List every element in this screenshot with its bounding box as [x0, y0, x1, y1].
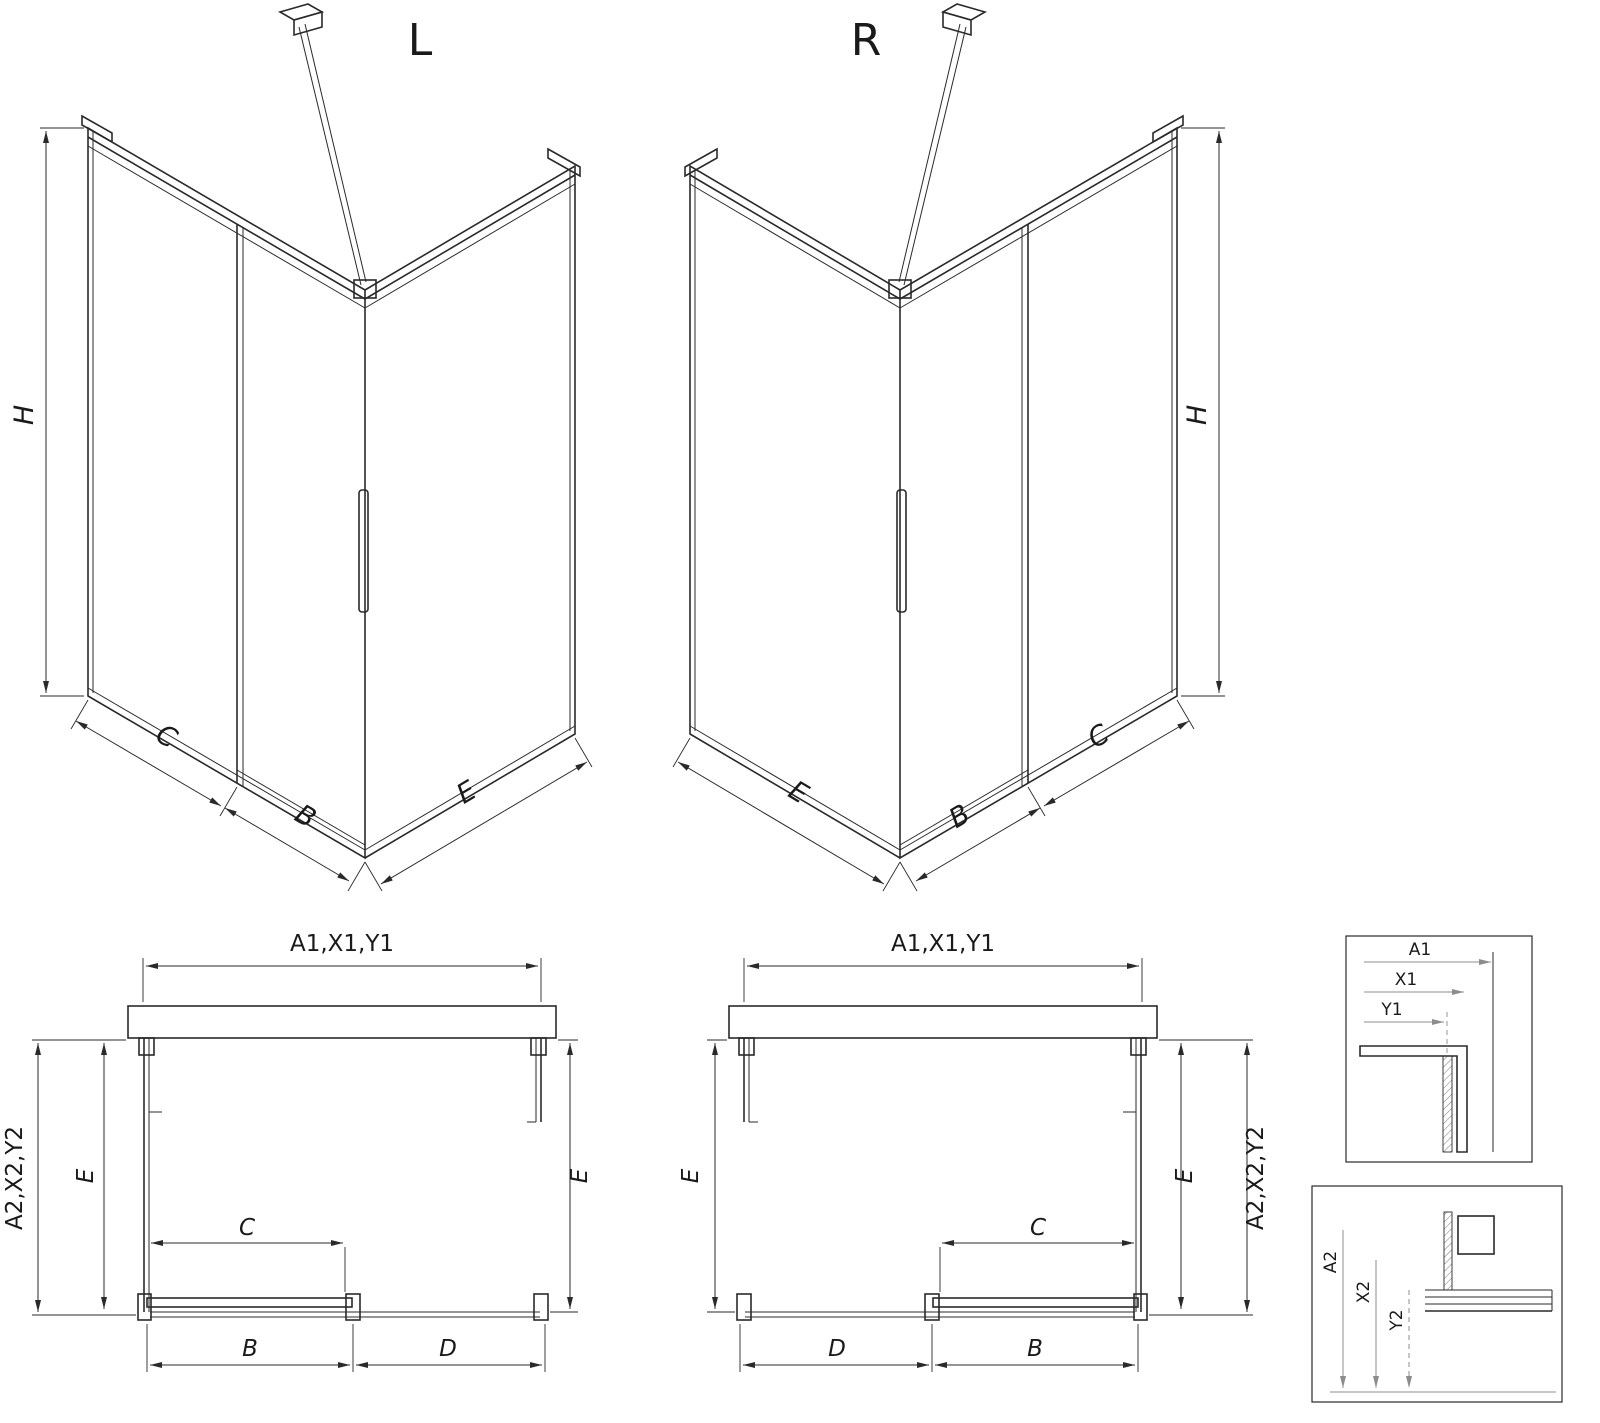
plan-view-right: A1,X1,Y1 E E A2,X2,Y2 C D B — [678, 931, 1269, 1372]
glass-section — [1442, 1055, 1453, 1153]
plan-left-dim-d: D — [439, 1336, 457, 1362]
detail-bottom-dim-a2: A2 — [1321, 1251, 1341, 1273]
plan-right-dim-c: C — [1030, 1215, 1046, 1241]
iso-right-dim-c: C — [1083, 718, 1115, 754]
plan-left-dim-e-right: E — [567, 1168, 593, 1183]
bracket-section — [1457, 1215, 1495, 1255]
detail-view-top: A1 X1 Y1 — [1345, 935, 1533, 1163]
iso-left-title: L — [408, 15, 433, 66]
iso-left-dim-h: H — [9, 405, 40, 425]
detail-top-dim-y1: Y1 — [1380, 1000, 1402, 1020]
iso-right-title: R — [851, 15, 882, 66]
iso-right-dim-h: H — [1182, 405, 1213, 425]
plan-left-dim-depth-outer: A2,X2,Y2 — [2, 1126, 28, 1230]
plan-left-dim-c: C — [239, 1215, 255, 1241]
plan-right-dim-b: B — [1027, 1336, 1043, 1362]
detail-bottom-dim-x2: X2 — [1354, 1281, 1374, 1303]
detail-view-bottom: A2 X2 Y2 — [1311, 1185, 1563, 1403]
iso-view-left: L H C B E — [9, 4, 592, 891]
plan-left-dim-width: A1,X1,Y1 — [290, 931, 394, 957]
plan-right-dim-e-right: E — [1172, 1168, 1198, 1183]
glass-section — [1443, 1211, 1453, 1291]
iso-left-dim-c: C — [150, 719, 182, 755]
plan-right-dim-d: D — [828, 1336, 846, 1362]
plan-left-dim-e-left: E — [73, 1168, 99, 1183]
iso-view-right: R H E B C — [673, 4, 1225, 891]
detail-top-dim-a1: A1 — [1409, 940, 1431, 960]
plan-right-dim-width: A1,X1,Y1 — [891, 931, 995, 957]
plan-view-left: A1,X1,Y1 A2,X2,Y2 E E C B D — [2, 931, 593, 1372]
detail-bottom-dim-y2: Y2 — [1387, 1309, 1407, 1331]
plan-right-dim-depth-outer: A2,X2,Y2 — [1243, 1126, 1269, 1230]
plan-left-dim-b: B — [242, 1336, 258, 1362]
plan-right-dim-e-left: E — [678, 1168, 704, 1183]
detail-top-dim-x1: X1 — [1395, 970, 1417, 990]
